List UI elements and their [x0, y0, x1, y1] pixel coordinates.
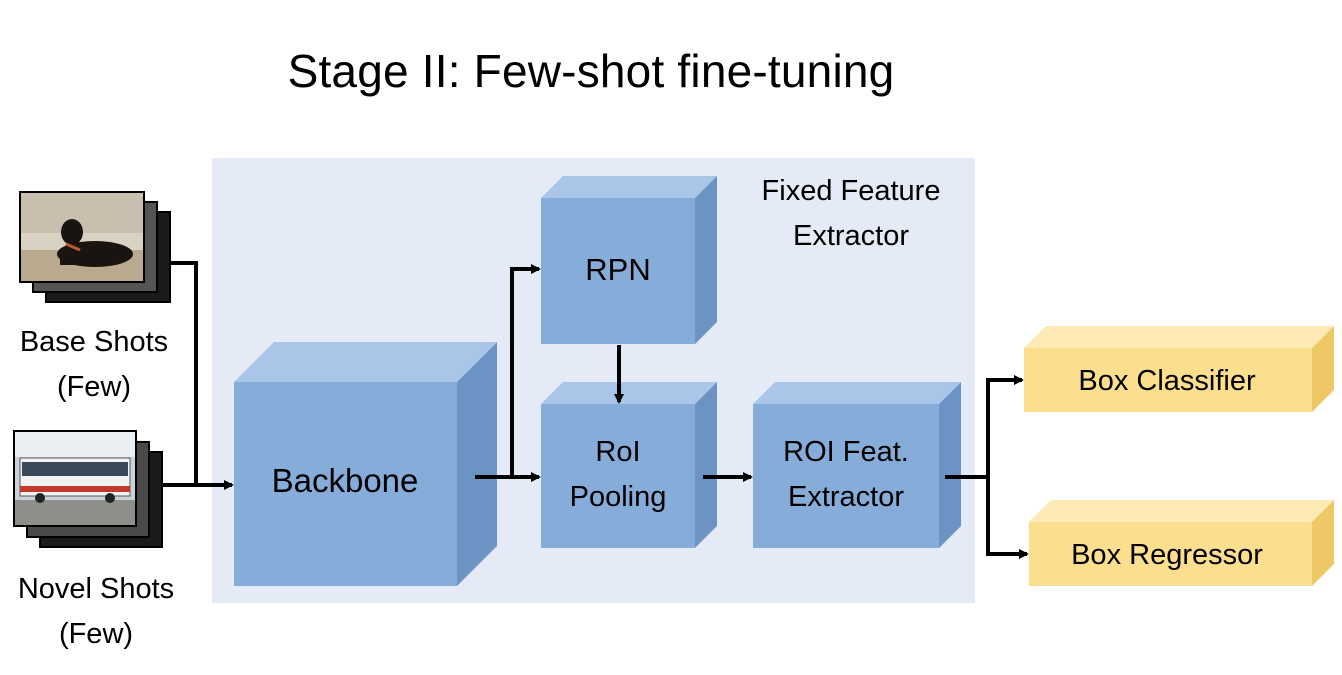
region-label-line1: Fixed Feature — [762, 175, 941, 207]
flow-arrows — [475, 264, 1029, 559]
rpn-label: RPN — [585, 252, 650, 287]
box-classifier-block: Box Classifier — [1024, 326, 1334, 412]
base-shots-label: Base Shots — [20, 326, 168, 358]
box-regressor-block: Box Regressor — [1029, 500, 1334, 586]
box-classifier-label: Box Classifier — [1078, 365, 1256, 397]
base-shots-connector — [170, 261, 198, 485]
region-label-line2: Extractor — [793, 220, 909, 252]
novel-shots-label: Novel Shots — [18, 573, 174, 605]
split-to-box-classifier-arrow — [986, 375, 1024, 477]
roi-feat-label-line2: Extractor — [788, 481, 904, 513]
split-to-rpn-arrow — [510, 264, 541, 477]
bus-photo — [13, 430, 137, 527]
box-regressor-label: Box Regressor — [1071, 539, 1263, 571]
roi-feat-label-line1: ROI Feat. — [783, 436, 909, 468]
novel-shots-image-stack — [13, 430, 163, 548]
base-shots-sublabel: (Few) — [57, 371, 131, 403]
base-shots-image-stack — [19, 191, 171, 303]
rpn-block: RPN — [541, 176, 717, 344]
backbone-block: Backbone — [234, 342, 497, 586]
backbone-label: Backbone — [272, 462, 419, 499]
roi-pooling-label-line2: Pooling — [570, 481, 667, 513]
dog-photo — [19, 191, 145, 283]
roi-pooling-block: RoI Pooling — [541, 382, 717, 548]
novel-shots-sublabel: (Few) — [59, 618, 133, 650]
diagram-title: Stage II: Few-shot fine-tuning — [287, 45, 895, 97]
roi-pooling-label-line1: RoI — [595, 436, 640, 468]
roi-feat-extractor-block: ROI Feat. Extractor — [753, 382, 961, 548]
split-to-box-regressor-arrow — [986, 477, 1029, 559]
